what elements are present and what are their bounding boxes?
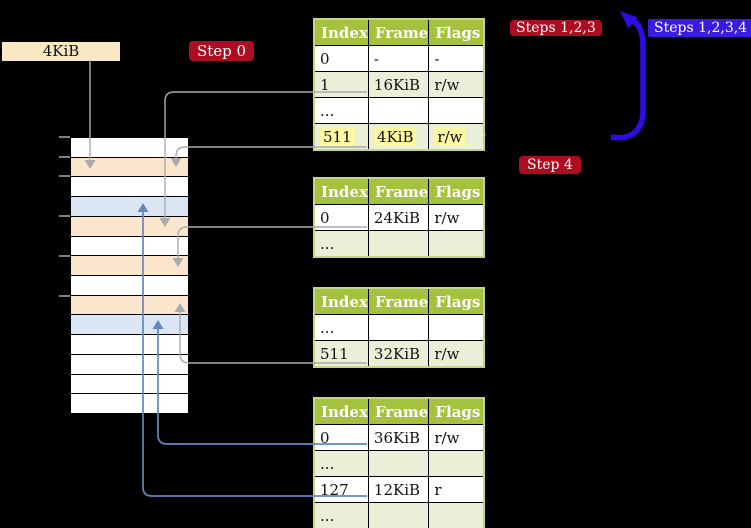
cell-flags: -	[434, 49, 440, 68]
memory-frame-row-blue	[71, 315, 188, 336]
table-row: 0 36KiB r/w	[313, 424, 485, 451]
memory-tick	[59, 295, 70, 297]
cell-flags: r/w	[434, 344, 460, 363]
column-header-index: Index	[313, 397, 369, 425]
badge-steps-1234: Steps 1,2,3,4	[648, 19, 751, 37]
cell-index: 511	[320, 127, 355, 146]
cell-index: 0	[320, 49, 330, 68]
cell-index: ...	[320, 454, 335, 473]
table-row: 0 24KiB r/w	[313, 204, 485, 231]
cell-index: ...	[320, 234, 335, 253]
cell-frame: 4KiB	[373, 127, 417, 146]
cell-index: ...	[320, 101, 335, 120]
table-row: 127 12KiB r	[313, 476, 485, 503]
table-header-row: Index Frame Flags	[313, 397, 485, 425]
cell-index: 0	[320, 208, 330, 227]
page-table-level-3: Index Frame Flags ... 511 32KiB r/w	[313, 287, 485, 368]
badge-step-4: Step 4	[519, 156, 581, 174]
memory-frame-row-white	[71, 374, 188, 395]
cell-index: ...	[320, 506, 335, 525]
column-header-frame: Frame	[367, 18, 430, 46]
memory-tick	[59, 255, 70, 257]
page-table-level-1: Index Frame Flags 0 - - 1 16KiB r/w ... …	[313, 18, 485, 151]
column-header-index: Index	[313, 18, 369, 46]
memory-tick	[59, 175, 70, 177]
column-header-flags: Flags	[428, 397, 485, 425]
memory-frame-row-peach	[71, 295, 188, 316]
cell-flags: r	[434, 480, 442, 499]
table-row: 511 32KiB r/w	[313, 340, 485, 368]
column-header-flags: Flags	[428, 177, 485, 205]
cell-frame: -	[373, 49, 379, 68]
table-header-row: Index Frame Flags	[313, 18, 485, 46]
table-row-highlighted: 511 4KiB r/w	[313, 123, 485, 151]
table-row: ...	[313, 502, 485, 528]
table-row: 1 16KiB r/w	[313, 71, 485, 98]
cell-flags: r/w	[434, 127, 466, 146]
table-row: ...	[313, 450, 485, 477]
page-table-level-2: Index Frame Flags 0 24KiB r/w ...	[313, 177, 485, 258]
cell-frame: 36KiB	[373, 428, 421, 447]
table-row: ...	[313, 230, 485, 258]
cell-index: 511	[320, 344, 349, 363]
cell-frame: 24KiB	[373, 208, 421, 227]
loop-arrow-steps	[610, 11, 646, 141]
table-header-row: Index Frame Flags	[313, 177, 485, 205]
memory-strip	[70, 137, 189, 414]
cell-flags: r/w	[434, 208, 460, 227]
memory-tick	[59, 215, 70, 217]
cell-index: 127	[320, 480, 349, 499]
memory-tick	[59, 136, 70, 138]
badge-steps-123: Steps 1,2,3	[510, 20, 602, 36]
cell-index: 1	[320, 75, 330, 94]
column-header-index: Index	[313, 287, 369, 315]
memory-frame-row-peach	[71, 216, 188, 237]
table-row: ...	[313, 314, 485, 341]
table-row: ...	[313, 97, 485, 124]
memory-frame-row-blue	[71, 197, 188, 217]
memory-frame-row-white	[71, 177, 188, 198]
page-table-level-4: Index Frame Flags 0 36KiB r/w ... 127 12…	[313, 397, 485, 528]
table-row: 0 - -	[313, 45, 485, 72]
badge-step-0: Step 0	[189, 41, 255, 61]
table-header-row: Index Frame Flags	[313, 287, 485, 315]
memory-frame-row-white	[71, 276, 188, 296]
cell-frame: 12KiB	[373, 480, 421, 499]
memory-frame-row-white	[71, 354, 188, 375]
memory-frame-row-peach	[71, 157, 188, 178]
cell-index: ...	[320, 318, 335, 337]
cell-flags: r/w	[434, 75, 460, 94]
memory-tick	[59, 156, 70, 158]
column-header-frame: Frame	[367, 287, 430, 315]
cell-flags: r/w	[434, 428, 460, 447]
memory-frame-row-white	[71, 335, 188, 355]
memory-frame-row-white	[71, 236, 188, 257]
cell-frame: 16KiB	[373, 75, 421, 94]
cell-frame: 32KiB	[373, 344, 421, 363]
column-header-frame: Frame	[367, 177, 430, 205]
column-header-flags: Flags	[428, 18, 485, 46]
page-size-label: 4KiB	[2, 42, 120, 61]
cell-index: 0	[320, 428, 330, 447]
memory-frame-row-white	[71, 138, 188, 158]
memory-frame-row-white	[71, 394, 188, 414]
column-header-flags: Flags	[428, 287, 485, 315]
column-header-index: Index	[313, 177, 369, 205]
memory-frame-row-peach	[71, 256, 188, 277]
column-header-frame: Frame	[367, 397, 430, 425]
